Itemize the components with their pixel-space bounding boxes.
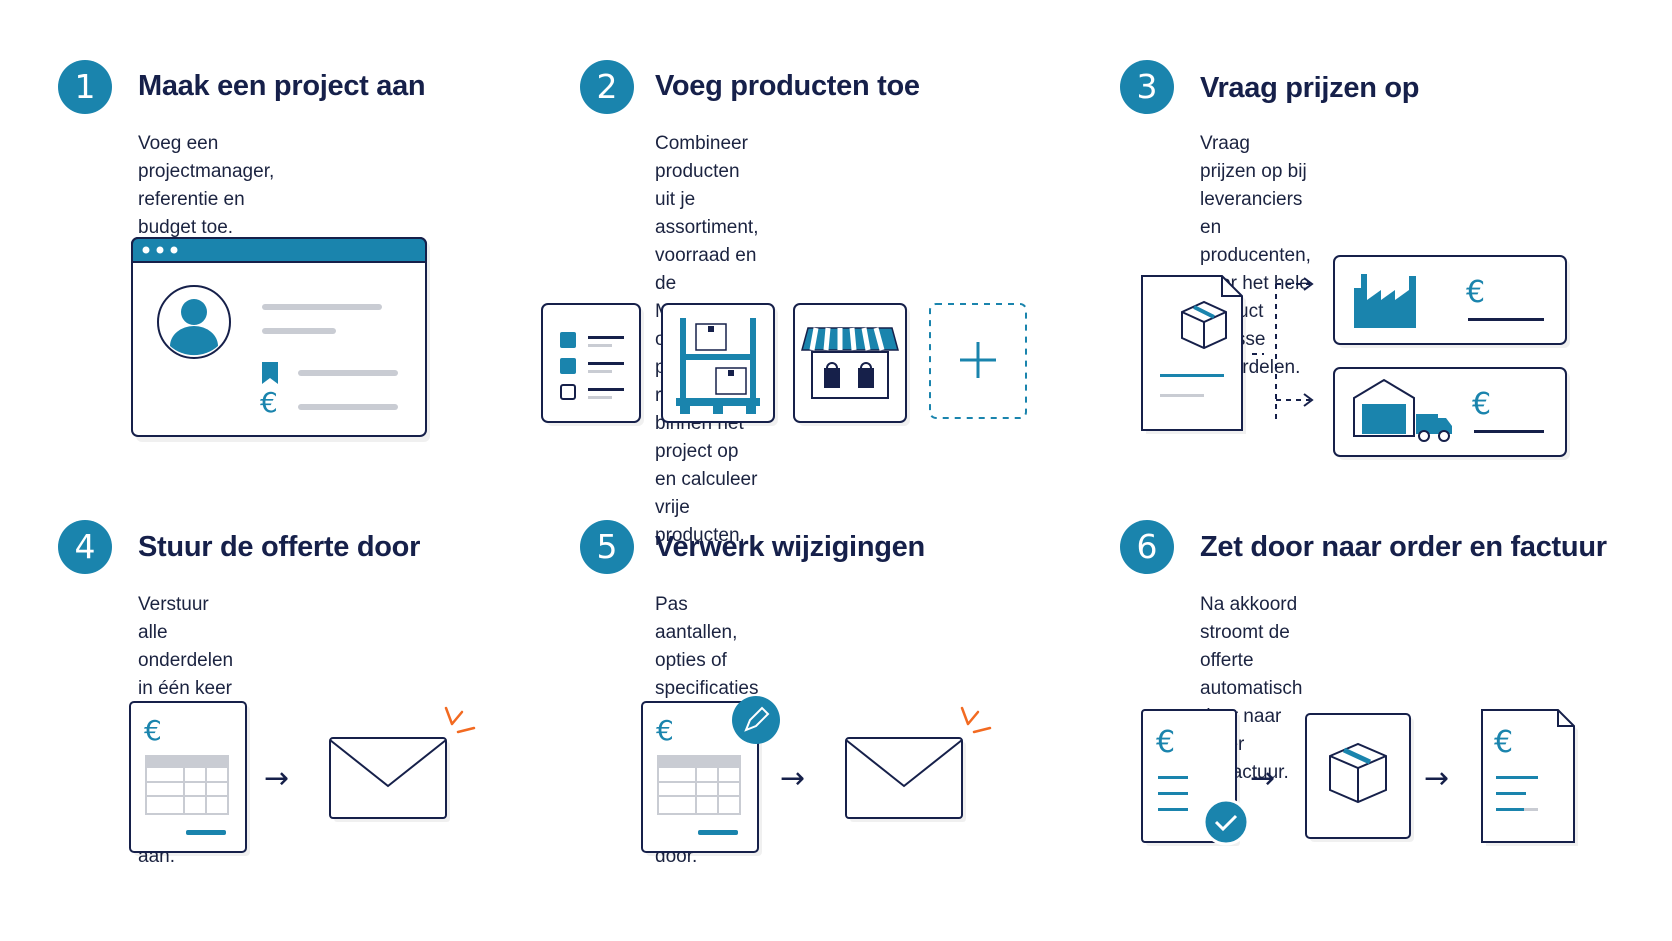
warehouse-producer-card: € bbox=[1333, 367, 1570, 460]
process-changes-illustration: € → bbox=[641, 696, 992, 856]
envelope-icon bbox=[329, 737, 450, 822]
marketplace-shop-icon bbox=[793, 303, 910, 426]
inventory-rack-icon bbox=[661, 303, 778, 426]
user-avatar-icon bbox=[157, 285, 231, 359]
euro-icon: € bbox=[144, 714, 162, 747]
add-custom-product-icon bbox=[929, 303, 1027, 419]
euro-icon: € bbox=[1494, 725, 1513, 760]
step-number-badge: 6 bbox=[1120, 520, 1174, 574]
order-invoice-flow-illustration: € → → € bbox=[1141, 709, 1578, 846]
send-quote-illustration: € → bbox=[129, 701, 476, 856]
approved-quote-icon: € bbox=[1141, 709, 1250, 846]
checklist-icon bbox=[541, 303, 644, 426]
euro-icon: € bbox=[1472, 387, 1491, 422]
step-description: Voeg een projectmanager, referentie en b… bbox=[138, 133, 275, 238]
step-title: Vraag prijzen op bbox=[1200, 72, 1420, 104]
product-sources-illustration bbox=[541, 303, 1027, 426]
step-number-badge: 4 bbox=[58, 520, 112, 574]
arrow-icon: → bbox=[264, 761, 289, 796]
step-number-badge: 5 bbox=[580, 520, 634, 574]
invoice-document-icon: € bbox=[1481, 709, 1578, 846]
bookmark-icon bbox=[262, 362, 278, 384]
euro-icon: € bbox=[260, 386, 278, 419]
step-number-badge: 1 bbox=[58, 60, 112, 114]
step-title: Verwerk wijzigingen bbox=[655, 531, 925, 563]
step-title: Maak een project aan bbox=[138, 70, 426, 102]
euro-icon: € bbox=[1156, 725, 1175, 760]
project-window-illustration: € bbox=[131, 237, 430, 442]
quote-document-icon: € bbox=[129, 701, 250, 856]
factory-supplier-card: € bbox=[1333, 255, 1570, 348]
step-number-badge: 2 bbox=[580, 60, 634, 114]
quote-document-icon: € bbox=[641, 701, 762, 856]
warehouse-truck-icon bbox=[1353, 378, 1452, 442]
product-document-icon bbox=[1141, 275, 1246, 434]
edit-pencil-icon bbox=[732, 696, 780, 744]
arrow-icon: → bbox=[780, 761, 805, 796]
step-number-badge: 3 bbox=[1120, 60, 1174, 114]
arrow-icon: → bbox=[1250, 761, 1275, 796]
euro-icon: € bbox=[1466, 275, 1485, 310]
step-title: Zet door naar order en factuur bbox=[1200, 531, 1607, 563]
factory-icon bbox=[1354, 274, 1416, 328]
step-title: Stuur de offerte door bbox=[138, 531, 421, 563]
request-prices-illustration: € € bbox=[1141, 255, 1570, 460]
euro-icon: € bbox=[656, 714, 674, 747]
arrow-icon: → bbox=[1424, 761, 1449, 796]
check-icon bbox=[1202, 798, 1250, 846]
envelope-icon bbox=[845, 737, 966, 822]
step-title: Voeg producten toe bbox=[655, 70, 920, 102]
order-box-icon bbox=[1305, 713, 1414, 842]
